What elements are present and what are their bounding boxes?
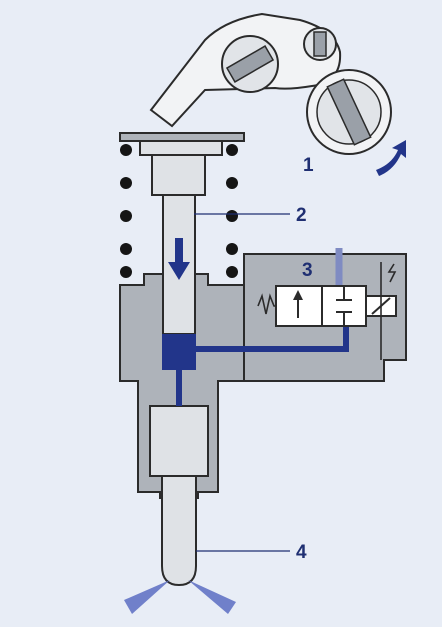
callout-2: 2 [296, 205, 307, 226]
callout-4: 4 [296, 542, 307, 563]
valve-spring-icon [257, 293, 276, 315]
spring-icon [120, 144, 238, 278]
needle-upper-cylinder [149, 405, 209, 477]
spray-left [124, 580, 170, 614]
callout-3: 3 [302, 260, 313, 281]
camshaft [306, 69, 392, 155]
rotation-arrow-icon [376, 140, 406, 176]
rocker-arm [149, 12, 342, 128]
arrow-down-icon [168, 238, 190, 280]
spray-right [188, 580, 236, 614]
plunger-collar [139, 140, 223, 156]
lightning-icon [387, 263, 397, 283]
plunger-cap [119, 132, 245, 142]
callout-1: 1 [303, 155, 314, 176]
plunger-head [151, 154, 206, 196]
nozzle-tip [161, 475, 197, 587]
solenoid-valve [257, 285, 397, 327]
fuel-passage-horizontal [196, 326, 349, 352]
pressure-chamber [162, 334, 196, 370]
